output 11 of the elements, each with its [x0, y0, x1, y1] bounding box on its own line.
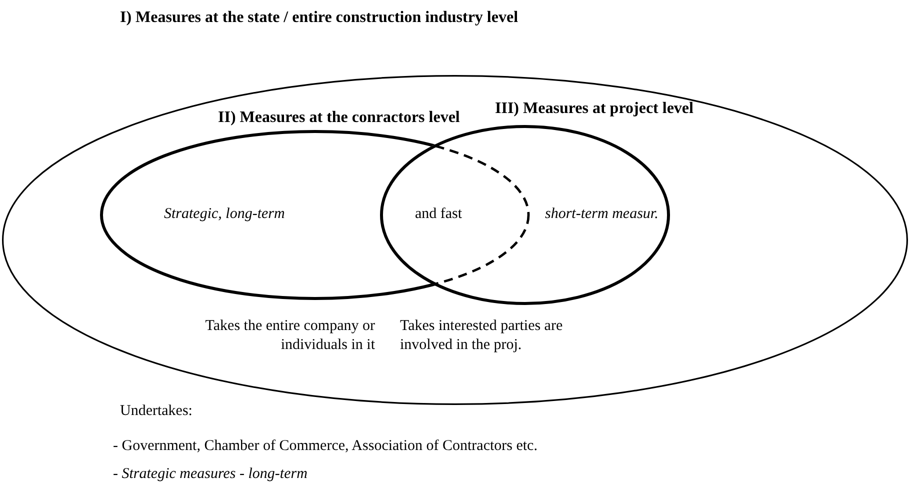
list-item: - Strategic measures - long-term — [113, 465, 308, 484]
set-text: Strategic, long-term — [164, 205, 285, 224]
list-item: - Government, Chamber of Commerce, Association of Contractors etc. — [113, 437, 538, 456]
list-heading: Undertakes: — [120, 402, 192, 421]
set-text: I) Measures at the state / entire construction industry level — [120, 8, 518, 27]
set-description: Takes interested parties are involved in the proj. — [400, 317, 564, 355]
set-text: short-term measur. — [545, 205, 658, 224]
overlap-text: and fast — [415, 205, 462, 224]
set-description: Takes the entire company or individuals in it — [204, 317, 375, 355]
set-heading: II) Measures at the conractors level — [218, 108, 460, 127]
set-heading: III) Measures at project level — [495, 99, 694, 118]
